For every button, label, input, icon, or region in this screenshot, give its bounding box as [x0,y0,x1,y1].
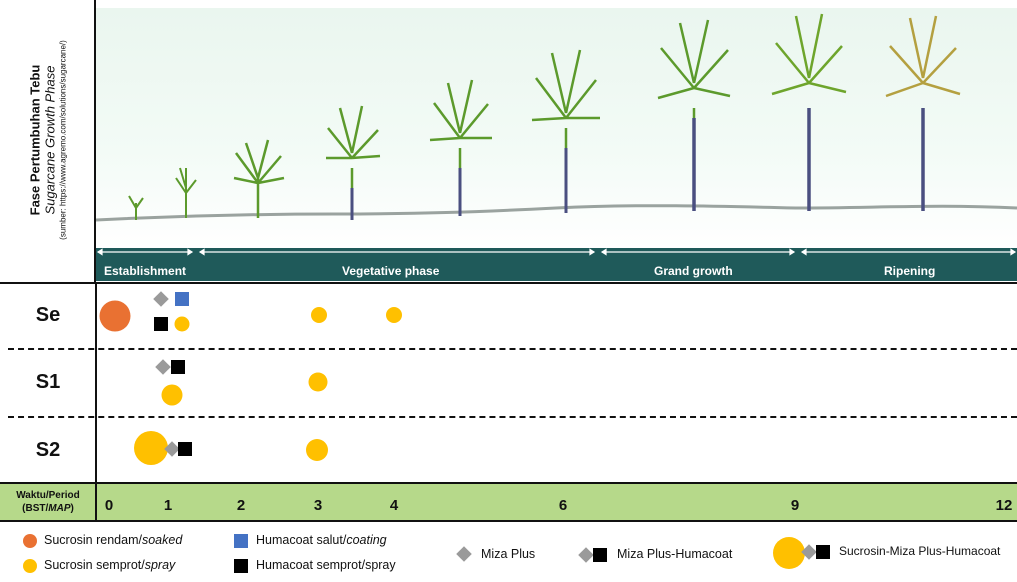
treatment-rows [0,282,1017,484]
legend-soaked: Sucrosin rendam/soaked [44,533,183,547]
legend-spray-swatch [23,559,37,573]
row-divider [8,416,1017,418]
humacoat-spray-marker [178,442,192,456]
legend-coating-swatch [234,534,248,548]
tick-label: 9 [790,497,800,514]
axis-title: Waktu/Period (BST/MAP) [0,484,96,522]
sucrosin-spray-marker [306,439,328,461]
tick-label: 2 [236,497,246,514]
sugarcane-plants-graphic [95,13,1017,222]
legend-miza-swatch [456,546,472,562]
tick-label: 0 [104,497,114,514]
humacoat-spray-marker [154,317,168,331]
tick-label: 1 [163,497,173,514]
phase-establishment: Establishment [104,264,187,278]
axis-divider [95,282,97,522]
sucrosin-soaked-marker [99,300,131,332]
axis-title-line2: (BST/MAP) [22,503,74,514]
legend-soaked-swatch [23,534,37,548]
phase-bar: Establishment Vegetative phase Grand gro… [96,248,1017,281]
plant-icon [128,195,144,220]
sucrosin-spray-marker [386,307,402,323]
side-label-source: (sumber: https://www.agremo.com/solution… [58,40,68,240]
side-label-title: Fase Pertumbuhan Tebu [27,64,43,216]
row-label-s2: S2 [35,439,61,461]
legend-miza-humacoat-diamond [578,547,594,563]
side-label-panel: Fase Pertumbuhan Tebu Sugarcane Growth P… [0,0,96,282]
phase-arrows [96,248,1017,256]
legend-miza-humacoat-square [593,548,607,562]
legend-miza: Miza Plus [481,547,536,561]
legend-humacoat-spray-swatch [234,559,248,573]
time-axis-bar [0,484,1017,522]
side-label: Fase Pertumbuhan Tebu Sugarcane Growth P… [27,40,68,240]
legend-miza-humacoat: Miza Plus-Humacoat [617,547,733,561]
humacoat-spray-marker [171,360,185,374]
legend-humacoat-spray: Humacoat semprot/spray [256,558,396,572]
sucrosin-spray-marker [161,384,183,406]
phase-vegetative: Vegetative phase [342,264,440,278]
legend-sucrosin-miza-humacoat: Sucrosin-Miza Plus-Humacoat [839,544,1001,558]
row-label-s1: S1 [35,371,61,393]
tick-label: 4 [389,497,399,514]
phase-grand-growth: Grand growth [654,264,733,278]
phase-ripening: Ripening [884,264,936,278]
tick-label: 3 [313,497,323,514]
legend-combo-circle [773,537,805,569]
legend-combo-square [816,545,830,559]
side-label-subtitle: Sugarcane Growth Phase [42,65,58,215]
sugarcane-illustration [95,8,1017,248]
sucrosin-spray-marker [174,316,190,332]
tick-label: 12 [995,497,1013,514]
axis-title-line1: Waktu/Period [16,490,80,501]
row-label-se: Se [35,304,61,326]
legend-spray: Sucrosin semprot/spray [44,558,176,572]
sucrosin-spray-marker [311,307,327,323]
tick-label: 6 [558,497,568,514]
legend-coating: Humacoat salut/coating [256,533,387,547]
row-divider [8,348,1017,350]
sucrosin-spray-marker [308,372,328,392]
humacoat-coating-marker [175,292,189,306]
sucrosin-spray-marker [134,431,168,465]
